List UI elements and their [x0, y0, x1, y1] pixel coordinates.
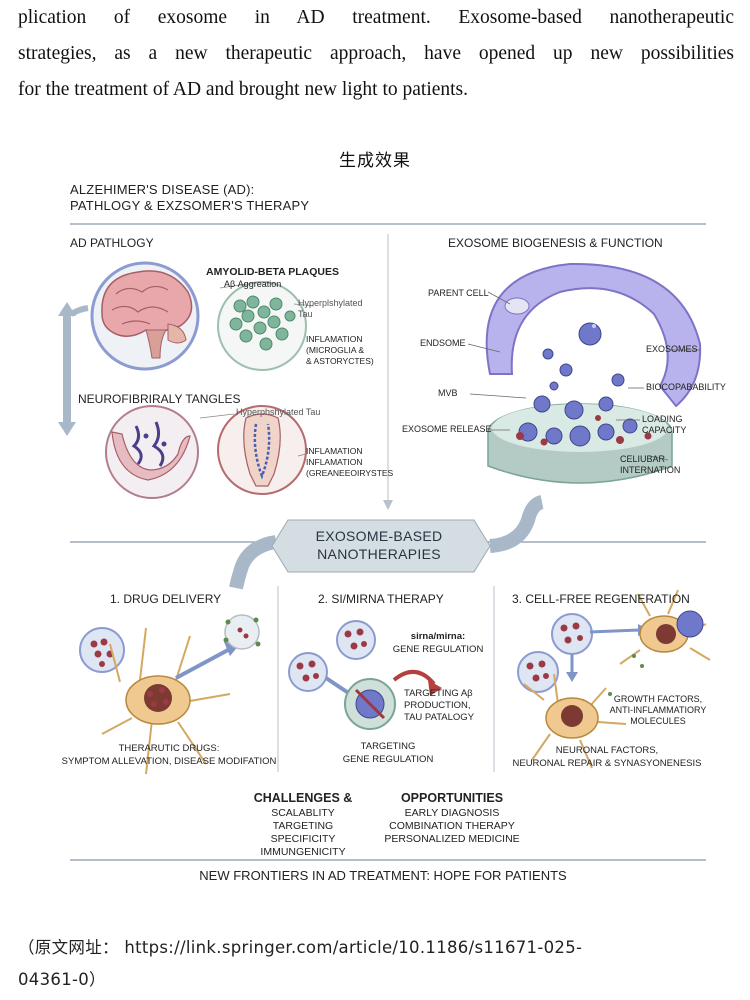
- hub-title: EXOSOME-BASED NANOTHERAPIES: [298, 519, 460, 571]
- opportunity-item: PERSONALIZED MEDICINE: [384, 833, 520, 845]
- source-line: 04361-0）: [18, 970, 106, 989]
- source-citation: （原文网址： https://link.springer.com/article…: [18, 932, 734, 996]
- sirna-note-line: GENE REGULATION: [392, 644, 484, 655]
- therapy-heading-drug-delivery: 1. DRUG DELIVERY: [110, 592, 222, 606]
- growth-factors-line: GROWTH FACTORS,: [613, 694, 703, 704]
- sirna-target-line: TARGETING Aβ: [404, 688, 473, 699]
- growth-factors-line: MOLECULES: [630, 716, 686, 726]
- therapy-caption-line: NEURONAL FACTORS,: [555, 745, 659, 756]
- tangles-heading: NEUROFIBRIRALY TANGLES: [78, 392, 241, 406]
- inflammation-label: INFLAMATION (MICROGLIA & & ASTORYCTES): [306, 334, 374, 367]
- endsome-label: ENDSOME: [420, 338, 466, 348]
- inflammation-line: (MICROGLIA &: [306, 345, 365, 355]
- hub-title-line: EXOSOME-BASED: [315, 528, 443, 544]
- hub-banner: [229, 495, 544, 590]
- therapy-heading-sirna: 2. SI/MIRNA THERAPY: [318, 592, 444, 606]
- sirna-target-line: TAU PATALOGY: [404, 712, 475, 723]
- hub-title-line: NANOTHERAPIES: [317, 546, 441, 562]
- cycle-arrow-icon: [58, 302, 89, 436]
- biocompat-label: BIOCOPABABILITY: [646, 382, 726, 392]
- therapy-caption-line: SYMPTOM ALLEVATION, DISEASE MODIFATION: [61, 756, 277, 767]
- opportunity-item: COMBINATION THERAPY: [389, 820, 515, 832]
- parent-cell-illustration: [485, 262, 702, 484]
- sirna-target-label: TARGETING Aβ PRODUCTION, TAU PATALOGY: [404, 688, 474, 724]
- therapy-caption-sirna: TARGETING GENE REGULATION: [320, 740, 456, 766]
- inflammation-b-label: INFLAMATION INFLAMATION (GREANEEOIRYSTES: [306, 446, 393, 479]
- therapy-caption-line: THERARUTIC DRUGS:: [118, 743, 220, 754]
- opportunities-heading: OPPORTUNITIES: [400, 791, 504, 805]
- inflammation-b-line: INFLAMATION: [306, 457, 363, 467]
- exosomes-label: EXOSOMES: [646, 344, 698, 354]
- pathology-heading: AD PATHLOGY: [70, 236, 154, 250]
- cargo-dots: [516, 415, 652, 446]
- parent-cell-label: PARENT CELL: [428, 288, 489, 298]
- hyper-tau-label: Hyperplshylated Tau: [298, 298, 363, 320]
- therapy-caption-line: GENE REGULATION: [342, 754, 434, 765]
- challenges-block: CHALLENGES & SCALABLITY TARGETING SPECIF…: [240, 790, 366, 859]
- inflammation-b-line: INFLAMATION: [306, 446, 363, 456]
- source-line: （原文网址： https://link.springer.com/article…: [18, 938, 583, 957]
- aggregation-label: Aβ Aggreation: [224, 279, 282, 289]
- growth-factors-line: ANTI-INFLAMMATIORY: [609, 705, 707, 715]
- sirna-target-line: PRODUCTION,: [404, 700, 471, 711]
- therapy-heading-regeneration: 3. CELL-FREE REGENERATION: [512, 592, 690, 606]
- sirna-note-line: sirna/mirna:: [410, 631, 466, 642]
- inflammation-line: INFLAMATION: [306, 334, 363, 344]
- tangles-tau-label: Hyperphshylated Tau: [236, 407, 321, 417]
- plaque-cluster: [217, 281, 307, 371]
- intro-line: strategies, as a new therapeutic approac…: [18, 43, 734, 64]
- arrow-head-icon: [383, 500, 393, 510]
- inflammation-line: & ASTORYCTES): [306, 356, 374, 366]
- infographic: ALZEHIMER'S DISEASE (AD): PATHLOGY & EXZ…: [50, 174, 726, 890]
- intro-line: plication of exosome in AD treatment. Ex…: [18, 7, 734, 28]
- tangle-neuron-cross-section: [217, 405, 307, 495]
- infographic-graphics: [58, 223, 711, 861]
- hyper-tau-line: Hyperplshylated: [298, 298, 363, 308]
- therapy-caption-line: NEURONAL REPAIR & SYNASYONENESIS: [512, 758, 702, 769]
- challenges-heading: CHALLENGES &: [253, 791, 353, 805]
- internation-label: CELIUBAR INTERNATION: [620, 454, 681, 475]
- therapy-caption-line: TARGETING: [360, 741, 416, 752]
- challenge-item: TARGETING SPECIFICITY: [270, 820, 336, 845]
- inflammation-b-line: (GREANEEOIRYSTES: [306, 468, 394, 478]
- plaques-label: AMYOLID-BETA PLAQUES: [206, 266, 339, 278]
- therapy-caption-regeneration: NEURONAL FACTORS, NEURONAL REPAIR & SYNA…: [502, 744, 712, 770]
- intro-line: for the treatment of AD and brought new …: [18, 79, 469, 100]
- drug-delivery-illustration: [79, 614, 261, 775]
- hyper-tau-line: Tau: [298, 309, 313, 319]
- sirna-note: sirna/mirna: GENE REGULATION: [390, 630, 486, 656]
- sirna-therapy-illustration: [288, 620, 442, 730]
- intro-paragraph: plication of exosome in AD treatment. Ex…: [18, 0, 734, 108]
- figure-title-line: ALZEHIMER'S DISEASE (AD):: [70, 182, 255, 197]
- figure-caption: 生成效果: [339, 151, 411, 171]
- growth-factors-label: GROWTH FACTORS, ANTI-INFLAMMATIORY MOLEC…: [606, 694, 710, 727]
- mvb-label: MVB: [438, 388, 458, 398]
- figure-footer: NEW FRONTIERS IN AD TREATMENT: HOPE FOR …: [199, 868, 567, 883]
- opportunities-block: OPPORTUNITIES EARLY DIAGNOSIS COMBINATIO…: [384, 790, 520, 846]
- therapy-caption-drug-delivery: THERARUTIC DRUGS: SYMPTOM ALLEVATION, DI…: [56, 742, 282, 768]
- figure-title-line: PATHLOGY & EXZSOMER'S THERAPY: [70, 198, 310, 213]
- challenge-item: SCALABLITY: [271, 807, 335, 819]
- regeneration-illustration: [517, 589, 711, 769]
- challenge-item: IMMUNGENICITY: [260, 846, 346, 858]
- brain-illustration: [90, 261, 200, 371]
- exosome-release-label: EXOSOME RELEASE: [402, 424, 492, 434]
- biogenesis-heading: EXOSOME BIOGENESIS & FUNCTION: [448, 236, 663, 250]
- opportunity-item: EARLY DIAGNOSIS: [404, 807, 500, 819]
- tangle-neuron: [105, 405, 199, 499]
- figure-title: ALZEHIMER'S DISEASE (AD): PATHLOGY & EXZ…: [70, 182, 309, 214]
- loading-capacity-label: LOADING CAPACITY: [642, 414, 687, 435]
